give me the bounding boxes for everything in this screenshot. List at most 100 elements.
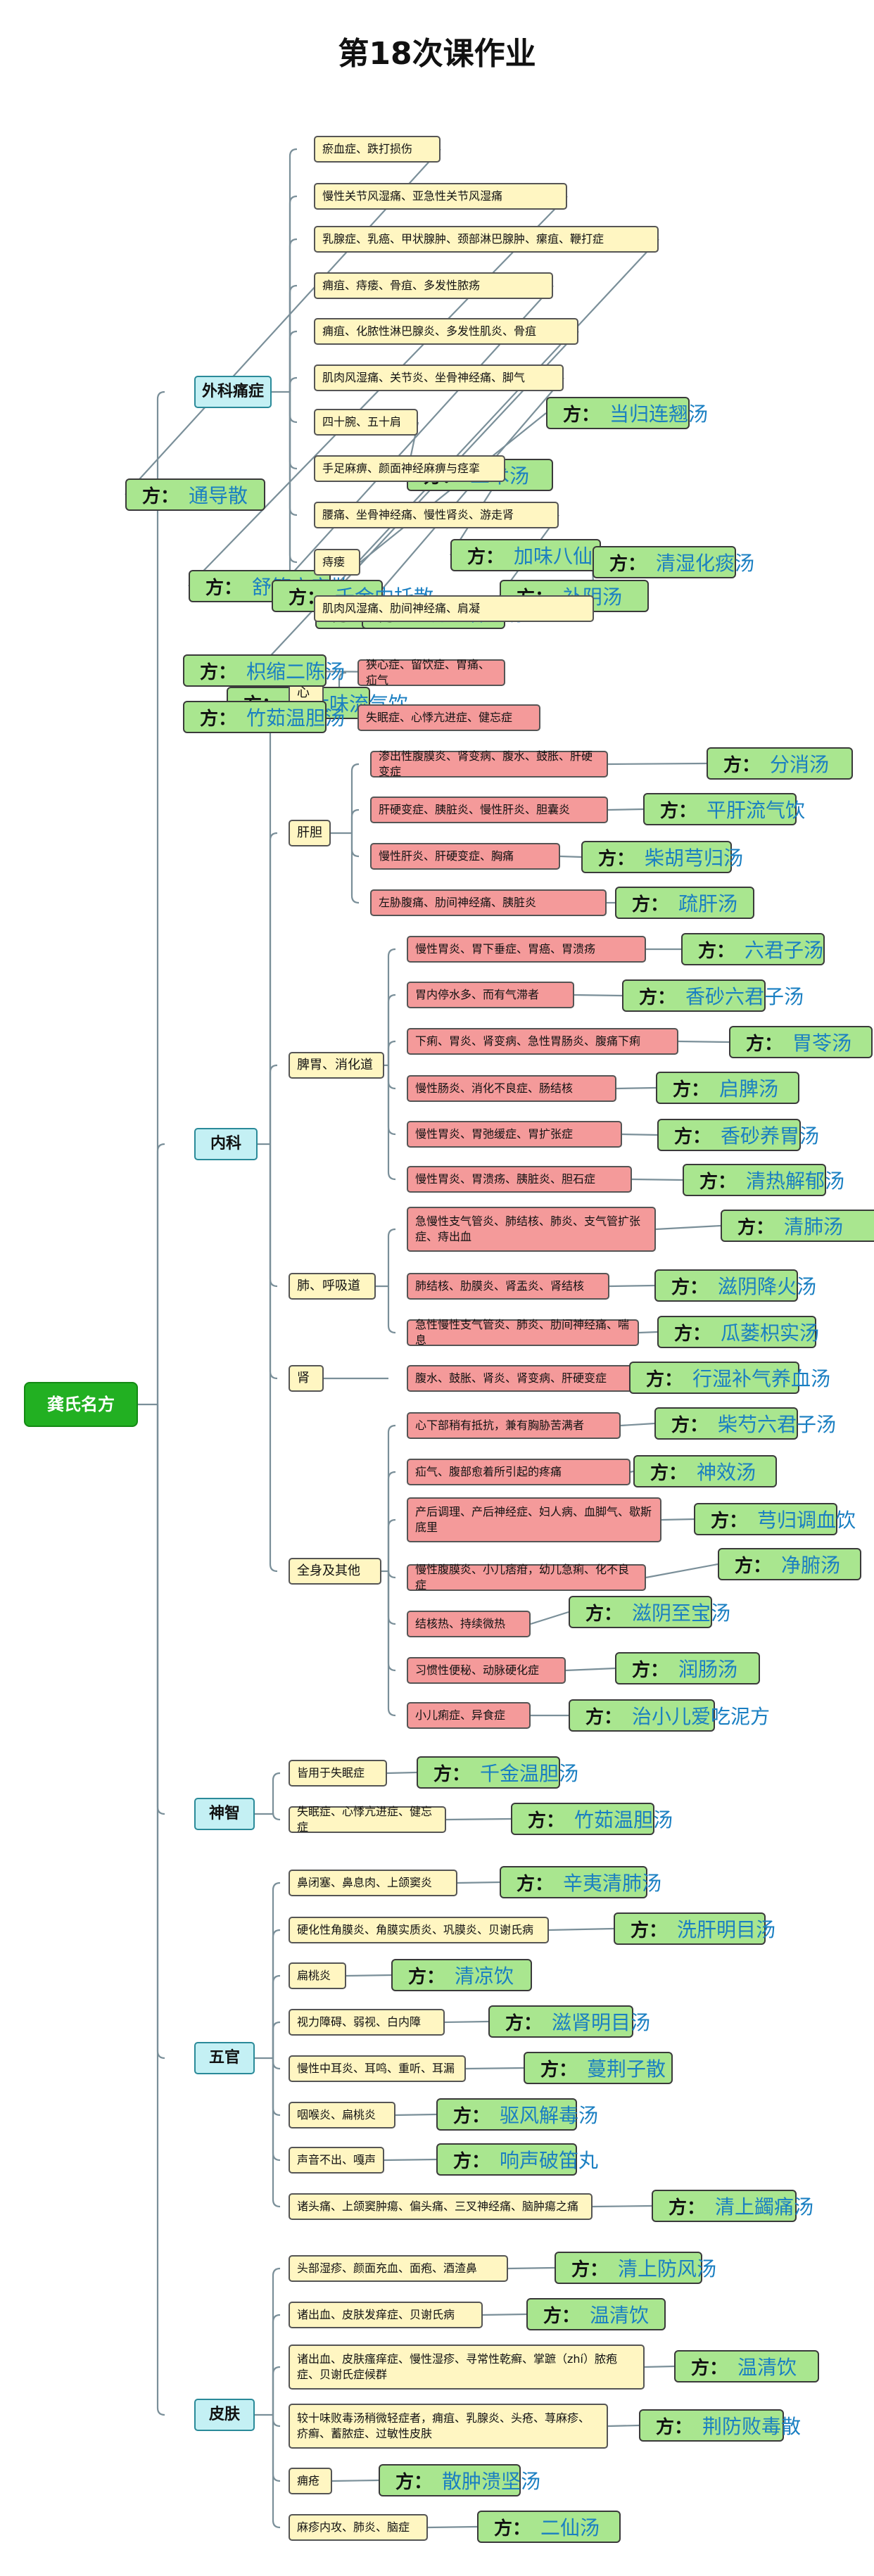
prescription-box: 方：柴芍六君子汤 (654, 1407, 836, 1440)
connector-line (350, 808, 360, 833)
prescription-prefix: 方： (671, 1276, 709, 1298)
subcategory-node: 全身及其他 (289, 1558, 381, 1585)
prescription-name: 六君子汤 (745, 939, 824, 962)
connector-line (387, 1518, 396, 1571)
connector-line (387, 1065, 396, 1136)
connector-line (289, 392, 298, 424)
prescription-box: 方： 疏肝汤 (615, 887, 754, 919)
connector-line (387, 1040, 396, 1065)
category-node: 内科 (194, 1128, 258, 1160)
prescription-box: 方： 胃苓汤 (729, 1026, 873, 1058)
connector-line (272, 1929, 281, 2058)
prescription-box: 方：二仙汤 (477, 2511, 621, 2543)
prescription-prefix: 方： (631, 1920, 668, 1941)
symptom-node: 鼻闭塞、鼻息肉、上颌窦炎 (289, 1870, 457, 1896)
symptom-node: 左胁腹痛、肋间神经痛、胰脏炎 (370, 889, 607, 916)
prescription-box: 方：加味八仙汤 (450, 539, 612, 571)
prescription-prefix: 方： (632, 894, 669, 915)
subcategory-node: 肝胆 (289, 820, 331, 846)
prescription-box: 方：枳缩二陈汤 (183, 654, 345, 687)
connector-line (661, 1518, 695, 1521)
prescription-name: 散肿溃坚汤 (442, 2470, 541, 2493)
connector-line (507, 2266, 555, 2270)
symptom-node: 较十味败毒汤稍微轻症者，痈疽、乳腺炎、头疮、荨麻疹、疥癣、蓄脓症、过敏性皮肤 (289, 2404, 608, 2449)
connector-line (457, 1881, 500, 1884)
symptom-node: 失眠症、心悸亢进症、健忘症 (289, 1805, 446, 1834)
connector-line (607, 2424, 640, 2428)
symptom-node: 痈疮 (289, 2468, 332, 2494)
prescription-name: 洗肝明目汤 (677, 1918, 776, 1941)
connector-line (272, 2267, 281, 2415)
connector-line (630, 1470, 634, 1473)
connector-line (289, 238, 298, 392)
connector-line (638, 1331, 658, 1334)
subcategory-node: 肺、呼吸道 (289, 1273, 376, 1300)
connector-line (188, 196, 568, 587)
prescription-prefix: 方： (505, 2012, 543, 2034)
prescription-prefix: 方： (517, 1873, 554, 1895)
prescription-box: 方：滋阴降火汤 (654, 1269, 816, 1302)
prescription-box: 方：清上蠲痛汤 (652, 2190, 813, 2222)
connector-line (156, 391, 165, 1404)
connector-line (574, 994, 623, 997)
prescription-prefix: 方： (540, 2059, 578, 2081)
symptom-node: 慢性中耳炎、耳鸣、重听、耳漏 (289, 2055, 466, 2082)
connector-line (272, 2366, 281, 2415)
symptom-node: 心下部稍有抵抗，兼有胸胁苦满者 (407, 1412, 621, 1439)
prescription-name: 芎归调血饮 (757, 1509, 856, 1532)
connector-line (607, 762, 707, 766)
prescription-name: 疏肝汤 (678, 892, 738, 915)
prescription-prefix: 方： (453, 2150, 490, 2172)
connector-line (559, 855, 582, 858)
prescription-prefix: 方： (746, 1033, 783, 1055)
prescription-name: 千金温胆汤 (480, 1762, 579, 1785)
prescription-box: 方：清凉饮 (391, 1959, 532, 1991)
prescription-name: 润肠汤 (678, 1658, 738, 1681)
symptom-node: 手足麻痹、颜面神经麻痹与痉挛 (314, 455, 505, 482)
connector-line (272, 2058, 281, 2162)
connector-line (272, 1812, 281, 1821)
connector-line (655, 1224, 721, 1231)
category-node: 神智 (194, 1798, 255, 1830)
connector-line (156, 1143, 165, 1404)
prescription-box: 方：温清饮 (526, 2298, 666, 2330)
symptom-node: 头部湿疹、颜面充血、面疱、酒渣鼻 (289, 2255, 508, 2282)
connector-line (621, 1133, 658, 1136)
symptom-node: 肺结核、肋膜炎、肾盂炎、肾结核 (407, 1273, 609, 1300)
symptom-node: 麻疹内攻、肺炎、脑症 (289, 2514, 428, 2541)
connector-line (338, 671, 347, 693)
symptom-node: 慢性胃炎、胃弛缓症、胃扩张症 (407, 1121, 622, 1148)
prescription-name: 平肝流气饮 (707, 799, 806, 822)
connector-line (386, 1771, 417, 1775)
connector-line (269, 1144, 278, 1380)
prescription-prefix: 方： (543, 2305, 581, 2327)
prescription-box: 方：竹茹温胆汤 (183, 701, 345, 733)
prescription-name: 柴胡芎归汤 (645, 846, 744, 870)
connector-line (387, 1571, 396, 1717)
symptom-node: 慢性肝炎、肝硬变症、胸痛 (370, 843, 560, 870)
prescription-prefix: 方： (656, 2416, 693, 2438)
root-node: 龚氏名方 (24, 1382, 138, 1427)
prescription-name: 驱风解毒汤 (500, 2104, 599, 2127)
prescription-prefix: 方： (674, 1126, 711, 1148)
prescription-box: 方：净腑汤 (718, 1548, 861, 1580)
symptom-node: 肌肉风湿痛、关节炎、坐骨神经痛、脚气 (314, 364, 564, 391)
prescription-box: 方：六君子汤 (681, 933, 825, 965)
prescription-box: 方：荆防败毒散 (639, 2409, 801, 2442)
prescription-name: 二仙汤 (540, 2516, 600, 2539)
connector-line (269, 692, 278, 1144)
prescription-prefix: 方： (737, 1217, 775, 1238)
prescription-box: 方： 洗肝明目汤 (614, 1912, 775, 1945)
symptom-node: 瘀血症、跌打损伤 (314, 136, 441, 163)
prescription-name: 竹茹温胆汤 (574, 1808, 673, 1832)
prescription-box: 方：滋肾明目汤 (488, 2005, 650, 2038)
prescription-prefix: 方： (598, 848, 635, 870)
prescription-name: 胃苓汤 (792, 1032, 852, 1055)
connector-line (350, 763, 360, 833)
prescription-name: 瓜蒌枳实汤 (721, 1321, 820, 1345)
prescription-box: 方： 柴胡芎归汤 (581, 841, 743, 873)
prescription-box: 方：清热解郁汤 (683, 1164, 844, 1196)
connector-line (482, 2313, 527, 2316)
prescription-name: 清肺汤 (784, 1215, 844, 1238)
connector-line (387, 1471, 396, 1571)
